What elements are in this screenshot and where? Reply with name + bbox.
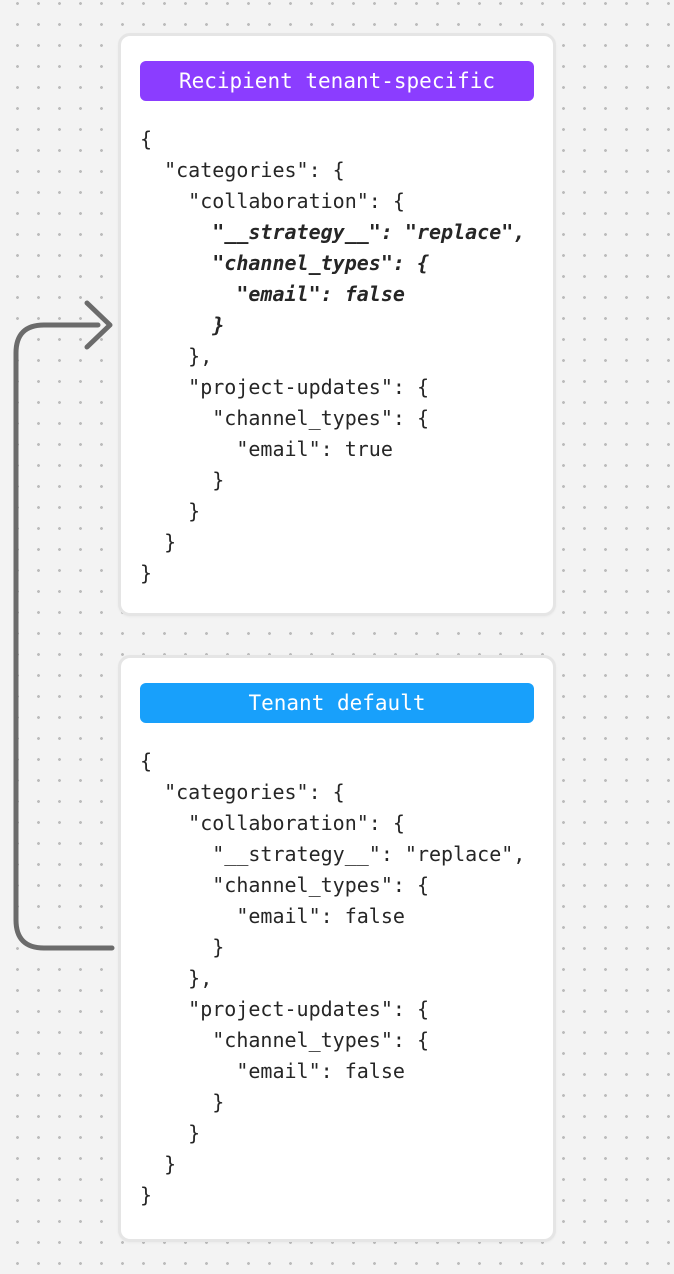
card-recipient-tenant-specific: Recipient tenant-specific { "categories"… [118, 33, 556, 616]
code-line: "categories": { [140, 158, 345, 182]
code-line: "email": true [140, 437, 393, 461]
code-line: } [140, 1152, 177, 1176]
code-line: } [140, 1121, 201, 1145]
badge-tenant-default: Tenant default [140, 683, 534, 723]
code-line: "project-updates": { [140, 375, 429, 399]
code-line: "__strategy__": "replace", [140, 842, 526, 866]
code-block-tenant-default: { "categories": { "collaboration": { "__… [140, 746, 534, 1211]
code-line: } [140, 935, 225, 959]
code-line: }, [140, 344, 213, 368]
badge-recipient-tenant-specific: Recipient tenant-specific [140, 61, 534, 101]
code-line: "email": false [140, 282, 405, 306]
code-line: } [140, 1183, 153, 1207]
card-tenant-default: Tenant default { "categories": { "collab… [118, 655, 556, 1242]
code-line: } [140, 530, 177, 554]
flow-arrow-line [13, 322, 115, 951]
code-line: { [140, 749, 153, 773]
code-line: "channel_types": { [140, 251, 429, 275]
code-line: } [140, 1090, 225, 1114]
code-line: "channel_types": { [140, 406, 429, 430]
code-line: "email": false [140, 904, 405, 928]
code-line: } [140, 499, 201, 523]
code-line: { [140, 127, 153, 151]
code-line: "email": false [140, 1059, 405, 1083]
code-line: "project-updates": { [140, 997, 429, 1021]
code-line: } [140, 468, 225, 492]
code-line: "channel_types": { [140, 873, 429, 897]
code-line: "__strategy__": "replace", [140, 220, 526, 244]
code-line: "categories": { [140, 780, 345, 804]
code-line: } [140, 561, 153, 585]
code-line: } [140, 313, 225, 337]
flow-arrow-head-icon [84, 300, 113, 350]
code-line: "channel_types": { [140, 1028, 429, 1052]
code-line: "collaboration": { [140, 811, 405, 835]
code-line: "collaboration": { [140, 189, 405, 213]
code-line: }, [140, 966, 213, 990]
code-block-recipient-tenant-specific: { "categories": { "collaboration": { "__… [140, 124, 534, 589]
